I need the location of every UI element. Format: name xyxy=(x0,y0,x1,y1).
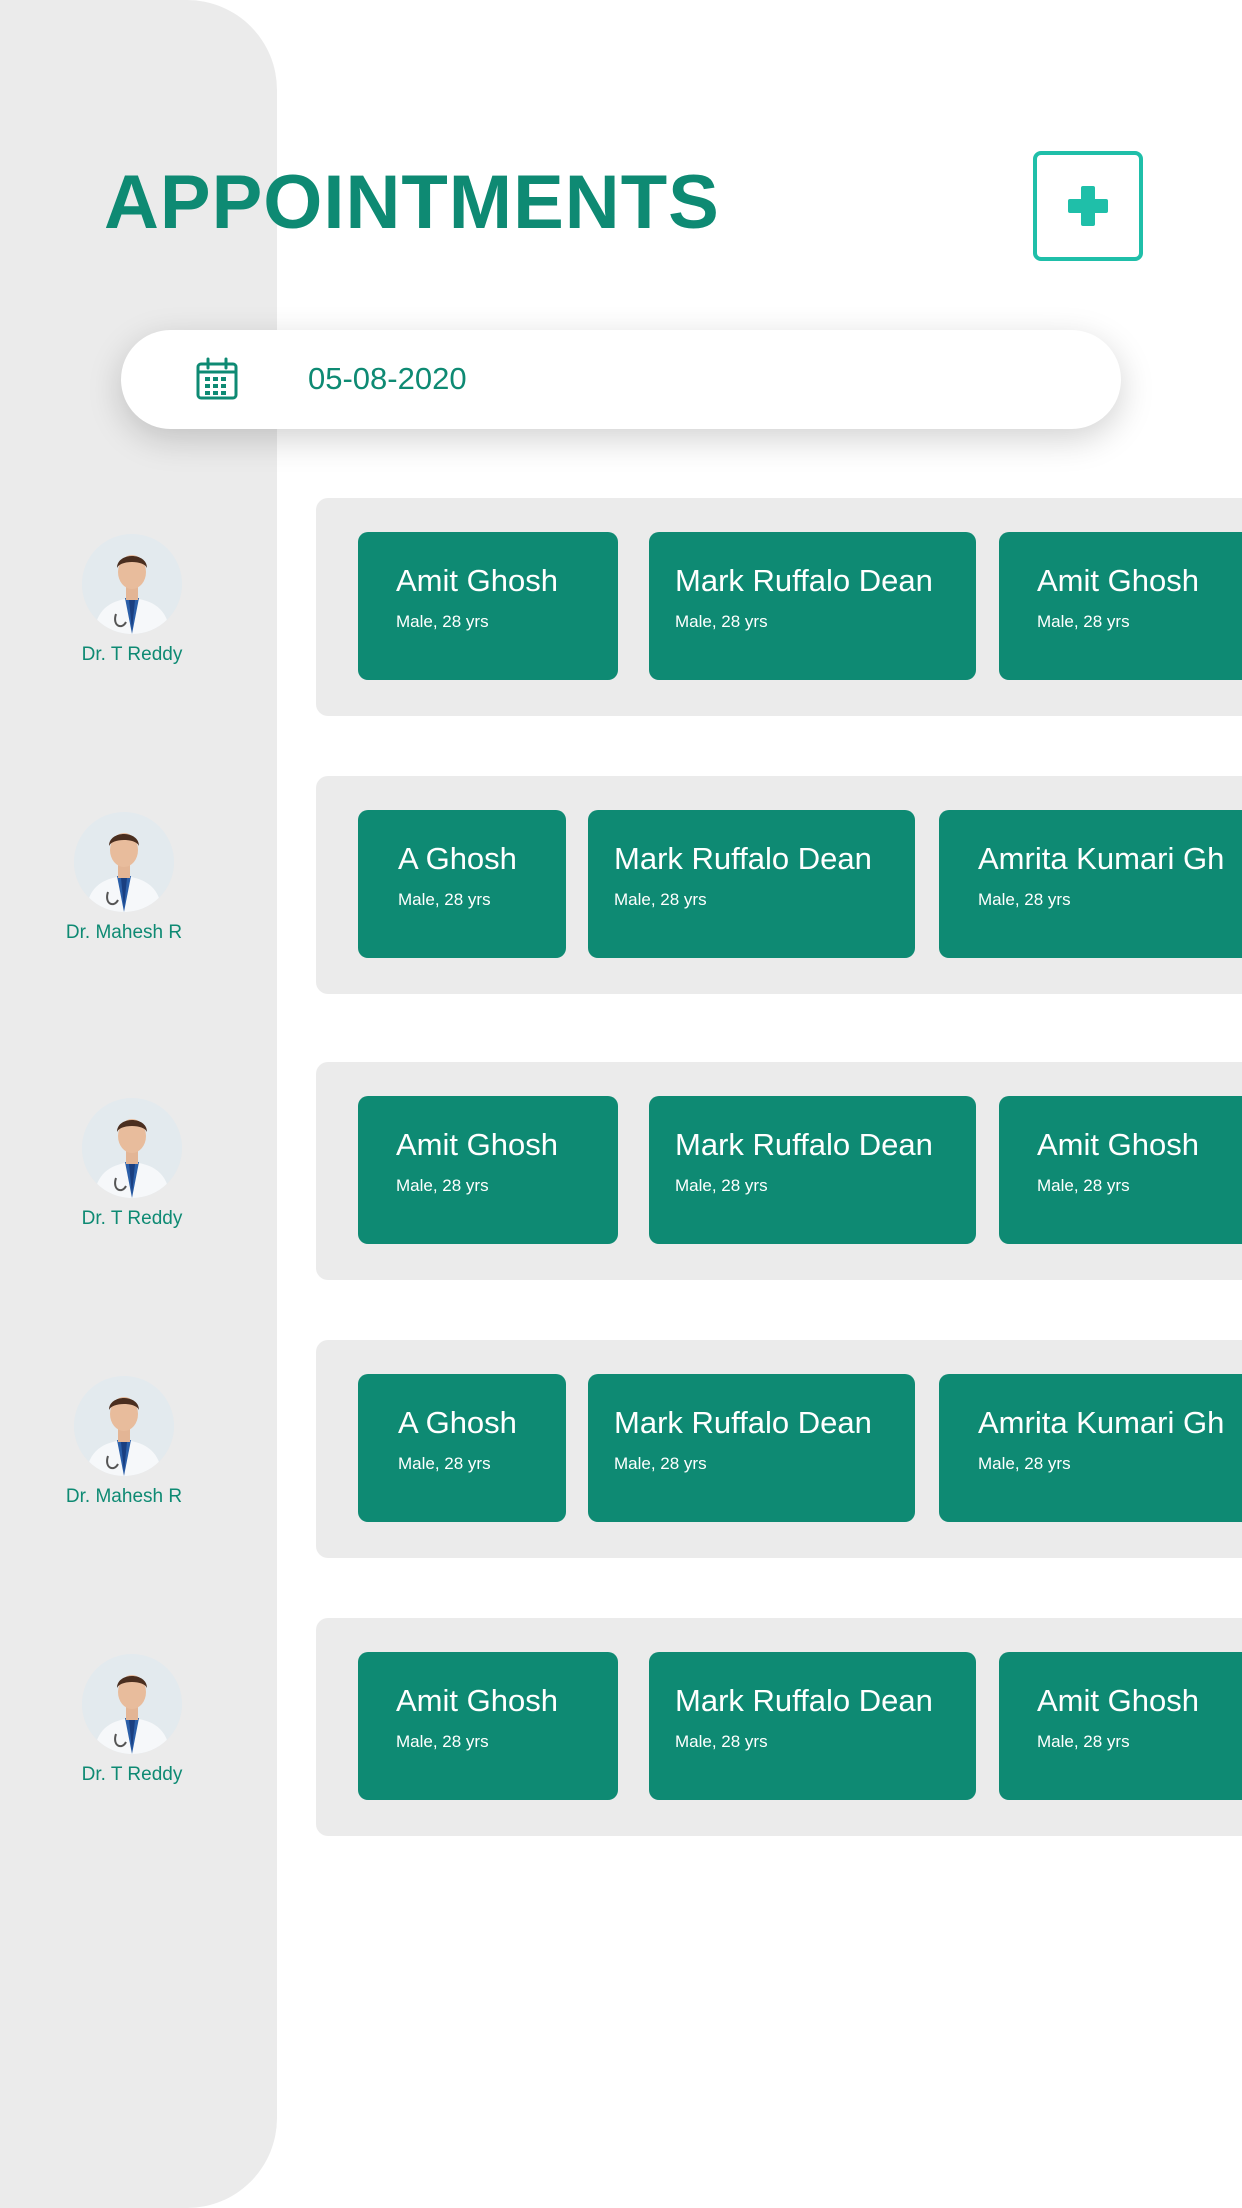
appointment-card[interactable]: A Ghosh Male, 28 yrs xyxy=(358,810,566,958)
patient-name: Mark Ruffalo Dean xyxy=(614,841,872,876)
appointment-card[interactable]: Mark Ruffalo Dean Male, 28 yrs xyxy=(588,1374,915,1522)
doctor-name: Dr. T Reddy xyxy=(81,644,183,665)
patient-info: Male, 28 yrs xyxy=(978,890,1071,909)
patient-name: Mark Ruffalo Dean xyxy=(675,1683,933,1718)
patient-name: Amit Ghosh xyxy=(396,563,558,598)
appointment-card[interactable]: Mark Ruffalo Dean Male, 28 yrs xyxy=(649,1096,976,1244)
doctor-name: Dr. Mahesh R xyxy=(65,1486,183,1507)
patient-info: Male, 28 yrs xyxy=(398,1454,491,1473)
doctor-profile[interactable]: Dr. Mahesh R xyxy=(40,812,208,944)
appointment-card[interactable]: Amrita Kumari Gh Male, 28 yrs xyxy=(939,1374,1242,1522)
patient-name: A Ghosh xyxy=(398,1405,517,1440)
patient-info: Male, 28 yrs xyxy=(978,1454,1071,1473)
patient-name: Amit Ghosh xyxy=(1037,1683,1199,1718)
patient-name: Amrita Kumari Gh xyxy=(978,841,1225,876)
doctor-avatar xyxy=(82,534,182,634)
patient-info: Male, 28 yrs xyxy=(675,1176,768,1195)
appointment-card[interactable]: A Ghosh Male, 28 yrs xyxy=(358,1374,566,1522)
appointment-card[interactable]: Amit Ghosh Male, 28 yrs xyxy=(358,1652,618,1800)
doctor-profile[interactable]: Dr. T Reddy xyxy=(48,534,216,666)
appointment-card[interactable]: Amit Ghosh Male, 28 yrs xyxy=(999,1652,1242,1800)
patient-info: Male, 28 yrs xyxy=(1037,1176,1130,1195)
patient-name: Mark Ruffalo Dean xyxy=(675,1127,933,1162)
date-picker[interactable]: 05-08-2020 xyxy=(121,330,1121,429)
appointment-card[interactable]: Mark Ruffalo Dean Male, 28 yrs xyxy=(588,810,915,958)
add-appointment-button[interactable] xyxy=(1033,151,1143,261)
doctor-profile[interactable]: Dr. T Reddy xyxy=(48,1654,216,1786)
doctor-name: Dr. T Reddy xyxy=(81,1208,183,1229)
doctor-profile[interactable]: Dr. Mahesh R xyxy=(40,1376,208,1508)
doctor-schedule-row: Dr. T Reddy Amit Ghosh Male, 28 yrs Mark… xyxy=(0,498,1242,716)
doctor-profile[interactable]: Dr. T Reddy xyxy=(48,1098,216,1230)
doctor-avatar xyxy=(82,1098,182,1198)
patient-info: Male, 28 yrs xyxy=(396,1176,489,1195)
patient-name: Amit Ghosh xyxy=(396,1683,558,1718)
patient-name: Amit Ghosh xyxy=(1037,563,1199,598)
plus-icon xyxy=(1068,186,1108,226)
patient-info: Male, 28 yrs xyxy=(398,890,491,909)
doctor-avatar xyxy=(74,812,174,912)
patient-name: A Ghosh xyxy=(398,841,517,876)
appointment-panel: Amit Ghosh Male, 28 yrs Mark Ruffalo Dea… xyxy=(316,1618,1242,1836)
patient-info: Male, 28 yrs xyxy=(396,1732,489,1751)
appointment-card[interactable]: Amit Ghosh Male, 28 yrs xyxy=(999,1096,1242,1244)
appointment-card[interactable]: Mark Ruffalo Dean Male, 28 yrs xyxy=(649,532,976,680)
appointment-panel: Amit Ghosh Male, 28 yrs Mark Ruffalo Dea… xyxy=(316,498,1242,716)
appointment-card[interactable]: Amit Ghosh Male, 28 yrs xyxy=(358,1096,618,1244)
patient-info: Male, 28 yrs xyxy=(1037,1732,1130,1751)
patient-info: Male, 28 yrs xyxy=(675,1732,768,1751)
doctor-name: Dr. T Reddy xyxy=(81,1764,183,1785)
patient-info: Male, 28 yrs xyxy=(396,612,489,631)
patient-name: Mark Ruffalo Dean xyxy=(614,1405,872,1440)
page-title: APPOINTMENTS xyxy=(104,160,720,245)
doctor-name: Dr. Mahesh R xyxy=(65,922,183,943)
patient-name: Amit Ghosh xyxy=(1037,1127,1199,1162)
patient-name: Amrita Kumari Gh xyxy=(978,1405,1225,1440)
doctor-schedule-row: Dr. Mahesh R A Ghosh Male, 28 yrs Mark R… xyxy=(0,776,1242,994)
patient-info: Male, 28 yrs xyxy=(1037,612,1130,631)
calendar-icon xyxy=(196,357,238,400)
date-value: 05-08-2020 xyxy=(308,361,467,396)
doctor-avatar xyxy=(74,1376,174,1476)
appointment-panel: A Ghosh Male, 28 yrs Mark Ruffalo Dean M… xyxy=(316,776,1242,994)
patient-name: Mark Ruffalo Dean xyxy=(675,563,933,598)
patient-info: Male, 28 yrs xyxy=(675,612,768,631)
patient-info: Male, 28 yrs xyxy=(614,1454,707,1473)
appointment-card[interactable]: Amrita Kumari Gh Male, 28 yrs xyxy=(939,810,1242,958)
appointment-card[interactable]: Amit Ghosh Male, 28 yrs xyxy=(358,532,618,680)
appointment-panel: A Ghosh Male, 28 yrs Mark Ruffalo Dean M… xyxy=(316,1340,1242,1558)
doctor-schedule-row: Dr. Mahesh R A Ghosh Male, 28 yrs Mark R… xyxy=(0,1340,1242,1558)
doctor-schedule-row: Dr. T Reddy Amit Ghosh Male, 28 yrs Mark… xyxy=(0,1618,1242,1836)
appointment-card[interactable]: Amit Ghosh Male, 28 yrs xyxy=(999,532,1242,680)
appointment-panel: Amit Ghosh Male, 28 yrs Mark Ruffalo Dea… xyxy=(316,1062,1242,1280)
patient-info: Male, 28 yrs xyxy=(614,890,707,909)
patient-name: Amit Ghosh xyxy=(396,1127,558,1162)
doctor-avatar xyxy=(82,1654,182,1754)
appointment-card[interactable]: Mark Ruffalo Dean Male, 28 yrs xyxy=(649,1652,976,1800)
doctor-schedule-row: Dr. T Reddy Amit Ghosh Male, 28 yrs Mark… xyxy=(0,1062,1242,1280)
